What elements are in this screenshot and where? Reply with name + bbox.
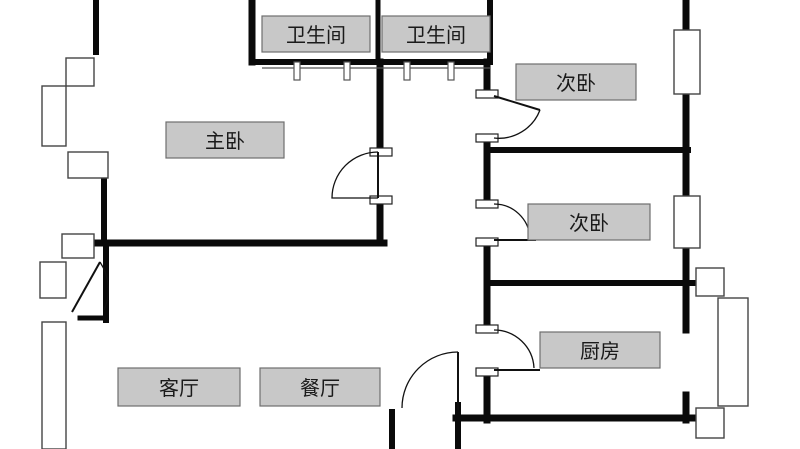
bath-post-4 bbox=[447, 61, 455, 81]
window-left-mid bbox=[67, 151, 109, 179]
label-kitchen-text: 厨房 bbox=[580, 339, 620, 363]
doors bbox=[71, 89, 541, 410]
label-secondary-bedroom-2: 次卧 bbox=[527, 203, 651, 241]
label-living-room: 客厅 bbox=[117, 367, 241, 407]
bed1-door-leaf bbox=[493, 95, 541, 111]
bed2-door-jamb-bottom bbox=[475, 237, 499, 247]
label-master-bedroom: 主卧 bbox=[165, 121, 285, 159]
walls bbox=[77, 0, 704, 449]
bed1-door-jamb-top bbox=[475, 89, 499, 99]
window-left-low-2 bbox=[39, 261, 67, 299]
label-bathroom-1-text: 卫生间 bbox=[286, 23, 346, 47]
label-bathroom-2: 卫生间 bbox=[381, 15, 491, 53]
bath-post-2 bbox=[343, 61, 351, 81]
window-right-mid bbox=[673, 195, 701, 249]
label-secondary-bedroom-1: 次卧 bbox=[515, 63, 637, 101]
label-bathroom-2-text: 卫生间 bbox=[406, 23, 466, 47]
label-dining-room: 餐厅 bbox=[259, 367, 381, 407]
window-right-top bbox=[673, 29, 701, 95]
bath-post-1 bbox=[293, 61, 301, 81]
window-right-bay-top bbox=[695, 267, 725, 297]
label-master-bedroom-text: 主卧 bbox=[205, 129, 245, 153]
windows bbox=[39, 29, 749, 449]
window-left-low bbox=[61, 233, 95, 259]
label-kitchen: 厨房 bbox=[539, 331, 661, 369]
window-left-bottom bbox=[41, 321, 67, 449]
label-living-room-text: 客厅 bbox=[159, 376, 199, 400]
master-door-arc bbox=[331, 151, 379, 199]
master-door-jamb-bottom bbox=[369, 195, 393, 205]
window-left-long bbox=[41, 85, 67, 147]
bed2-door-arc bbox=[493, 203, 531, 239]
label-bathroom-1: 卫生间 bbox=[261, 15, 371, 53]
kitchen-door-jamb-bottom bbox=[475, 367, 499, 377]
kitchen-door-jamb-top bbox=[475, 324, 499, 334]
bath-fixtures bbox=[262, 61, 490, 81]
bed1-door-arc bbox=[493, 109, 541, 139]
label-secondary-bedroom-1-text: 次卧 bbox=[556, 71, 596, 95]
entrance-door-arc bbox=[401, 351, 459, 409]
room-labels: 卫生间 卫生间 次卧 主卧 次卧 厨房 客厅 餐厅 bbox=[117, 15, 661, 407]
left-door-leaf bbox=[71, 261, 101, 313]
window-right-bay-bottom bbox=[695, 407, 725, 439]
window-left-top bbox=[65, 57, 95, 87]
kitchen-door-arc bbox=[493, 329, 535, 369]
label-dining-room-text: 餐厅 bbox=[300, 376, 340, 400]
bath-post-3 bbox=[403, 61, 411, 81]
left-door-arc bbox=[99, 261, 109, 311]
label-secondary-bedroom-2-text: 次卧 bbox=[569, 211, 609, 235]
window-right-bay bbox=[717, 297, 749, 407]
